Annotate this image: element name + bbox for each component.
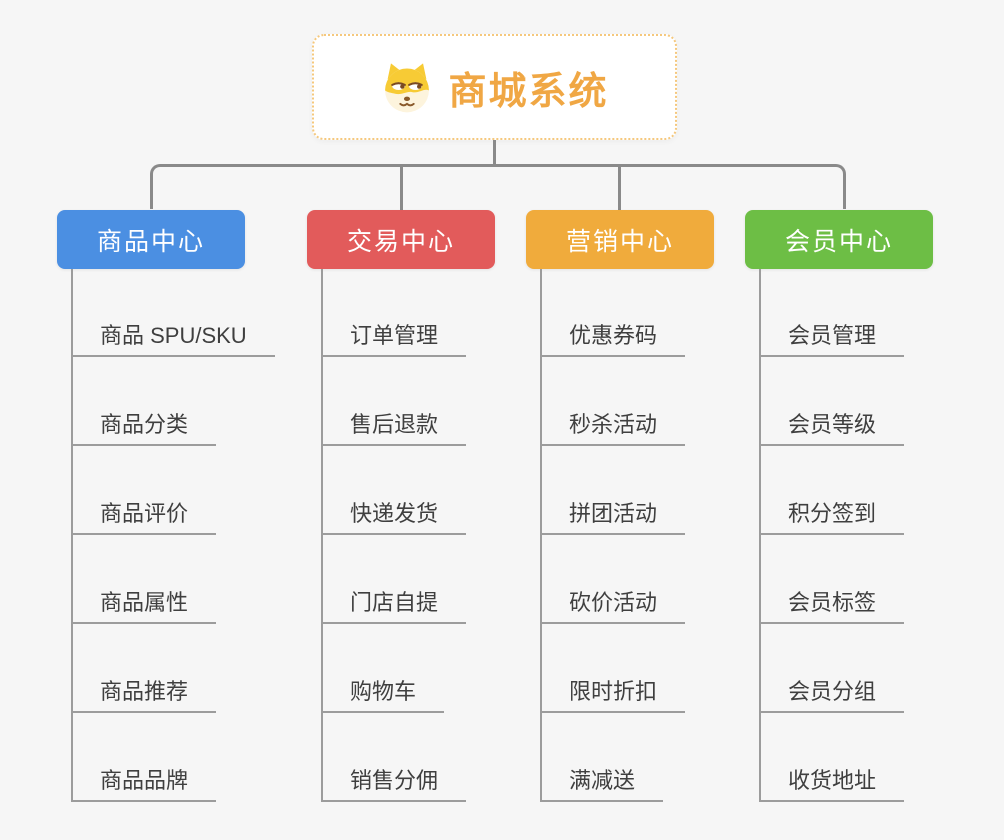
leaf-node[interactable]: 销售分佣 [321,761,467,802]
leaf-node[interactable]: 积分签到 [759,494,905,535]
leaf-node[interactable]: 满减送 [540,761,664,802]
branch-node-members[interactable]: 会员中心 [745,210,933,269]
leaf-node[interactable]: 会员等级 [759,405,905,446]
leaf-node[interactable]: 商品评价 [71,494,217,535]
leaf-node[interactable]: 秒杀活动 [540,405,686,446]
connector-root-stub [493,140,496,164]
branch-label: 营销中心 [565,227,674,256]
leaf-node[interactable]: 商品推荐 [71,672,217,713]
leaf-node[interactable]: 会员管理 [759,316,905,357]
leaf-node[interactable]: 拼团活动 [540,494,686,535]
leaf-node[interactable]: 会员标签 [759,583,905,624]
connector-bus [150,164,846,209]
connector-drop-branch-2 [400,166,403,210]
shiba-dog-icon [380,60,434,114]
leaf-node[interactable]: 商品品牌 [71,761,217,802]
root-title: 商城系统 [448,70,609,113]
leaf-node[interactable]: 购物车 [321,672,445,713]
branch-label: 会员中心 [784,227,893,256]
leaf-node[interactable]: 商品属性 [71,583,217,624]
leaf-node[interactable]: 收货地址 [759,761,905,802]
branch-node-trade[interactable]: 交易中心 [307,210,495,269]
leaf-node[interactable]: 砍价活动 [540,583,686,624]
leaf-node[interactable]: 商品 SPU/SKU [71,316,275,357]
leaf-node[interactable]: 限时折扣 [540,672,686,713]
branch-label: 交易中心 [346,227,455,256]
leaf-node[interactable]: 会员分组 [759,672,905,713]
connector-drop-branch-3 [618,166,621,210]
branch-label: 商品中心 [96,227,205,256]
leaf-node[interactable]: 售后退款 [321,405,467,446]
leaf-node[interactable]: 商品分类 [71,405,217,446]
leaf-node[interactable]: 订单管理 [321,316,467,357]
leaf-node[interactable]: 快递发货 [321,494,467,535]
leaf-node[interactable]: 优惠券码 [540,316,686,357]
root-node[interactable]: 商城系统 [312,34,677,140]
leaf-node[interactable]: 门店自提 [321,583,467,624]
branch-node-marketing[interactable]: 营销中心 [526,210,714,269]
branch-node-products[interactable]: 商品中心 [57,210,245,269]
